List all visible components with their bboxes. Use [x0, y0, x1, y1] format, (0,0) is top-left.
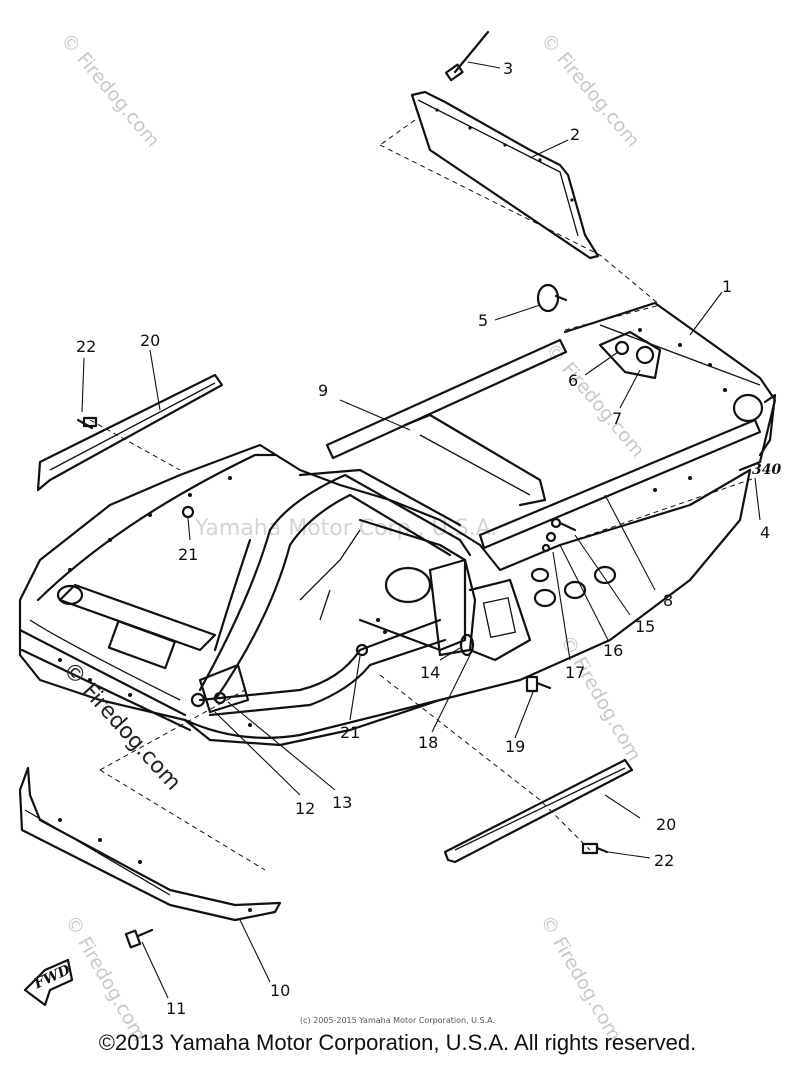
fwd-arrow-icon: FWD [23, 958, 74, 1007]
callout-9: 9 [318, 381, 328, 400]
callout-6: 6 [568, 371, 578, 390]
callout-21-upper: 21 [178, 545, 198, 564]
part-15-16-17-fasteners [541, 517, 577, 553]
callout-4: 4 [760, 523, 770, 542]
part-2-plate [410, 90, 600, 260]
part-21-nut-upper [181, 505, 195, 519]
watermark-side-dark: © Firedog.com [58, 657, 186, 795]
watermark-top-right: © Firedog.com [536, 29, 644, 151]
watermark-mid-right: © Firedog.com [541, 339, 649, 461]
watermark-center: Yamaha Motor Corp., U.S.A. [194, 516, 497, 541]
callout-1: 1 [722, 277, 732, 296]
part-5-cap [536, 283, 568, 313]
callout-2: 2 [570, 125, 580, 144]
callout-22-upper: 22 [76, 337, 96, 356]
part-9-bar [325, 338, 568, 460]
part-3-rivet [444, 30, 490, 82]
callout-20-upper: 20 [140, 331, 160, 350]
callout-18: 18 [418, 733, 438, 752]
callouts: 3 2 1 5 6 7 9 22 20 21 4 8 15 16 17 14 2… [76, 59, 770, 1018]
callout-20-lower: 20 [656, 815, 676, 834]
callout-14: 14 [420, 663, 440, 682]
small-copyright: (c) 2005-2015 Yamaha Motor Corporation, … [299, 1016, 496, 1025]
callout-3: 3 [503, 59, 513, 78]
part-8-rail [478, 418, 762, 550]
part-11-bolt [124, 928, 154, 949]
copyright-footer: ©2013 Yamaha Motor Corporation, U.S.A. A… [98, 1030, 697, 1055]
callout-7: 7 [612, 409, 622, 428]
part-20-runner-lower [443, 758, 634, 864]
chassis-body [18, 443, 752, 747]
callout-21-lower: 21 [340, 723, 360, 742]
callout-12: 12 [295, 799, 315, 818]
callout-16: 16 [603, 641, 623, 660]
callout-8: 8 [663, 591, 673, 610]
part-10-bumper [18, 766, 282, 922]
callout-19: 19 [505, 737, 525, 756]
callout-11: 11 [166, 999, 186, 1018]
watermark-top-left: © Firedog.com [56, 29, 164, 151]
part-20-runner-upper [36, 373, 224, 492]
callout-13: 13 [332, 793, 352, 812]
leader-lines [81, 61, 761, 999]
callout-10: 10 [270, 981, 290, 1000]
callout-17: 17 [565, 663, 585, 682]
callout-5: 5 [478, 311, 488, 330]
part-19-bolt [525, 675, 552, 693]
part-code-stamp: 340 [752, 462, 781, 478]
callout-15: 15 [635, 617, 655, 636]
part-1-frame [403, 301, 777, 507]
callout-22-lower: 22 [654, 851, 674, 870]
